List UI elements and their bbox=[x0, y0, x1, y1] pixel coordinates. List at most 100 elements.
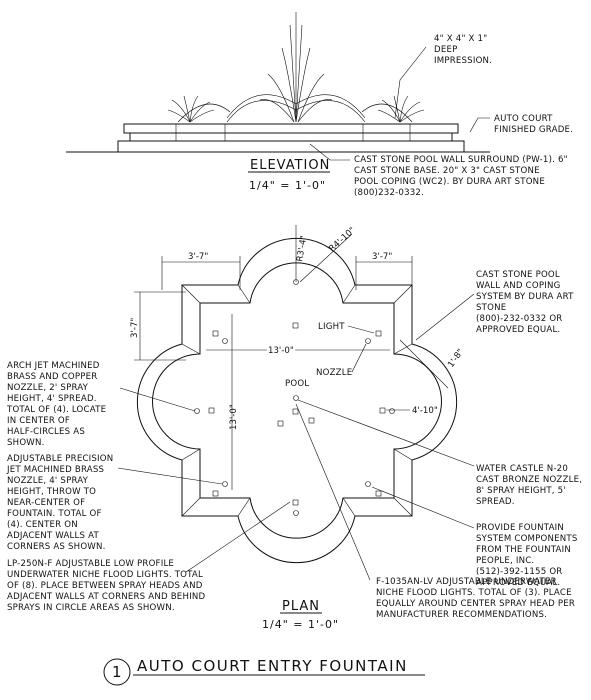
light-symbol bbox=[375, 330, 382, 337]
detail-number: 1 bbox=[112, 663, 123, 681]
notes-left-flood-lights: LP-250N-F ADJUSTABLE LOW PROFILE UNDERWA… bbox=[7, 559, 205, 613]
svg-text:IN CENTER OF: IN CENTER OF bbox=[7, 416, 70, 426]
svg-text:ADJACENT WALLS AT CORNERS AND: ADJACENT WALLS AT CORNERS AND BEHIND bbox=[7, 592, 205, 602]
light-symbol bbox=[292, 408, 299, 415]
elevation-view: 4" X 4" X 1" DEEP IMPRESSION. AUTO COURT… bbox=[66, 12, 573, 198]
svg-text:ADJACENT WALLS AT: ADJACENT WALLS AT bbox=[7, 531, 100, 541]
corner-line bbox=[342, 284, 356, 304]
svg-text:EQUALLY AROUND CENTER SPRAY HE: EQUALLY AROUND CENTER SPRAY HEAD PER bbox=[376, 599, 575, 609]
notes-bottom-flood-lights: F-1035AN-LV ADJUSTABLE UNDERWATER NICHE … bbox=[376, 577, 575, 620]
wall-leader bbox=[309, 143, 350, 161]
svg-text:PROVIDE FOUNTAIN: PROVIDE FOUNTAIN bbox=[476, 523, 564, 533]
svg-text:F-1035AN-LV ADJUSTABLE UNDERWA: F-1035AN-LV ADJUSTABLE UNDERWATER bbox=[376, 577, 557, 587]
impression-note-3: IMPRESSION. bbox=[434, 56, 492, 66]
grade-note-1: AUTO COURT bbox=[494, 114, 553, 124]
drawing-title-block: 1 AUTO COURT ENTRY FOUNTAIN bbox=[103, 657, 425, 686]
svg-text:FOUNTAIN. TOTAL OF: FOUNTAIN. TOTAL OF bbox=[7, 509, 102, 519]
dim-top-left: 3'-7" bbox=[188, 252, 208, 262]
svg-text:(800)-232-0332 OR: (800)-232-0332 OR bbox=[476, 314, 562, 324]
dim-right-inner: 4'-10" bbox=[412, 406, 438, 416]
cast-stone-base bbox=[117, 140, 465, 153]
svg-text:APPROVED EQUAL.: APPROVED EQUAL. bbox=[476, 578, 560, 588]
svg-text:SYSTEM COMPONENTS: SYSTEM COMPONENTS bbox=[476, 534, 578, 544]
impression-leader bbox=[394, 46, 427, 119]
svg-text:BRASS AND COPPER: BRASS AND COPPER bbox=[7, 372, 97, 382]
plan-scale: 1/4" = 1'-0" bbox=[262, 618, 339, 631]
notes-left-arch-jet: ARCH JET MACHINED BRASS AND COPPER NOZZL… bbox=[6, 361, 106, 448]
svg-text:ADJUSTABLE PRECISION: ADJUSTABLE PRECISION bbox=[7, 454, 113, 464]
light-symbol bbox=[212, 330, 219, 337]
svg-text:SYSTEM BY DURA ART: SYSTEM BY DURA ART bbox=[476, 292, 574, 302]
corner-line bbox=[393, 343, 413, 355]
svg-text:MANUFACTURER RECOMMENDATIONS.: MANUFACTURER RECOMMENDATIONS. bbox=[376, 610, 547, 620]
side-spray-right bbox=[377, 95, 425, 123]
corner-line bbox=[181, 284, 201, 304]
light-symbol bbox=[375, 490, 382, 497]
corner-line bbox=[181, 497, 201, 517]
light-symbol bbox=[308, 417, 315, 424]
corner-line bbox=[393, 284, 413, 304]
side-spray-left bbox=[167, 95, 215, 123]
dim-left: 3'-7" bbox=[130, 318, 140, 338]
svg-text:STONE: STONE bbox=[476, 303, 506, 313]
pool-wall bbox=[129, 132, 453, 142]
plan-title: PLAN bbox=[282, 599, 320, 614]
svg-text:NICHE FLOOD LIGHTS. TOTAL OF: NICHE FLOOD LIGHTS. TOTAL OF (3). PLACE bbox=[376, 588, 572, 598]
elevation-scale: 1/4" = 1'-0" bbox=[249, 179, 326, 192]
svg-text:FROM THE FOUNTAIN: FROM THE FOUNTAIN bbox=[476, 545, 571, 555]
nozzle-symbol bbox=[389, 408, 395, 414]
light-symbol bbox=[277, 420, 284, 427]
svg-text:(512)-392-1155 OR: (512)-392-1155 OR bbox=[476, 567, 562, 577]
grade-note-2: FINISHED GRADE. bbox=[494, 125, 573, 135]
impression-note-2: DEEP bbox=[434, 45, 457, 55]
fixtures bbox=[194, 279, 395, 516]
svg-text:PEOPLE, INC.: PEOPLE, INC. bbox=[476, 556, 534, 566]
label-nozzle: NOZZLE bbox=[316, 368, 352, 378]
nozzle-symbol bbox=[365, 481, 371, 487]
detail-number-circle bbox=[103, 658, 131, 686]
notes-right-fountain-people: PROVIDE FOUNTAIN SYSTEM COMPONENTS FROM … bbox=[476, 523, 578, 588]
dim-radius-outer: R4'-10" bbox=[327, 225, 357, 254]
dim-top-right: 3'-7" bbox=[372, 252, 392, 262]
dim-right-diagonal: 1'-8" bbox=[446, 347, 466, 369]
svg-text:NOZZLE, 4' SPRAY: NOZZLE, 4' SPRAY bbox=[7, 476, 89, 486]
svg-text:HALF-CIRCLES AS: HALF-CIRCLES AS bbox=[7, 427, 85, 437]
svg-text:HEIGHT, 4' SPREAD.: HEIGHT, 4' SPREAD. bbox=[7, 394, 97, 404]
label-pool: POOL bbox=[285, 379, 309, 389]
nozzle-symbol bbox=[194, 408, 200, 414]
svg-text:CORNERS AS SHOWN.: CORNERS AS SHOWN. bbox=[7, 542, 106, 552]
notes-right-water-castle: WATER CASTLE N-20 CAST BRONZE NOZZLE, 8'… bbox=[476, 464, 582, 507]
svg-text:OF (8). PLACE BETWEEN SPRAY HE: OF (8). PLACE BETWEEN SPRAY HEADS AND bbox=[7, 581, 203, 591]
wall-note-1: CAST STONE POOL WALL SURROUND (PW-1). 6" bbox=[354, 155, 568, 165]
svg-text:UNDERWATER NICHE FLOOD LIGHTS.: UNDERWATER NICHE FLOOD LIGHTS. TOTAL bbox=[7, 570, 203, 580]
plan-view: 3'-7" 3'-7" 3'-7" 13'-0" 13'-0" 1'-8" 4'… bbox=[6, 225, 582, 631]
nozzle-symbol bbox=[222, 338, 228, 344]
svg-text:HEIGHT, THROW TO: HEIGHT, THROW TO bbox=[7, 487, 96, 497]
center-nozzle-symbol bbox=[293, 395, 299, 401]
center-spray-plume bbox=[259, 12, 333, 123]
svg-text:APPROVED EQUAL.: APPROVED EQUAL. bbox=[476, 325, 560, 335]
nozzle-symbol bbox=[365, 338, 371, 344]
elevation-title: ELEVATION bbox=[250, 158, 330, 173]
svg-text:CAST STONE POOL: CAST STONE POOL bbox=[476, 270, 560, 280]
light-symbol bbox=[379, 407, 386, 414]
svg-text:8' SPRAY HEIGHT, 5': 8' SPRAY HEIGHT, 5' bbox=[476, 486, 566, 496]
dim-height: 13'-0" bbox=[229, 404, 239, 430]
light-symbol bbox=[292, 499, 299, 506]
svg-text:WALL AND COPING: WALL AND COPING bbox=[476, 281, 560, 291]
notes-right-cast-stone: CAST STONE POOL WALL AND COPING SYSTEM B… bbox=[476, 270, 574, 335]
corner-line bbox=[393, 448, 413, 461]
wall-note-3: POOL COPING (WC2). BY DURA ART STONE bbox=[354, 177, 545, 187]
light-symbol bbox=[212, 490, 219, 497]
svg-text:LP-250N-F ADJUSTABLE LOW PROFI: LP-250N-F ADJUSTABLE LOW PROFILE bbox=[7, 559, 174, 569]
notes-left-precision-jet: ADJUSTABLE PRECISION JET MACHINED BRASS … bbox=[6, 454, 113, 552]
impression-note-1: 4" X 4" X 1" bbox=[434, 34, 487, 44]
svg-text:SHOWN.: SHOWN. bbox=[7, 438, 45, 448]
svg-text:NOZZLE, 2' SPRAY: NOZZLE, 2' SPRAY bbox=[7, 383, 89, 393]
label-light: LIGHT bbox=[318, 322, 345, 332]
corner-line bbox=[181, 448, 201, 461]
leader-lines bbox=[117, 293, 475, 581]
svg-text:CAST BRONZE NOZZLE,: CAST BRONZE NOZZLE, bbox=[476, 475, 582, 485]
svg-text:SPRAYS IN CIRCLE AREAS AS SHOW: SPRAYS IN CIRCLE AREAS AS SHOWN. bbox=[7, 603, 175, 613]
